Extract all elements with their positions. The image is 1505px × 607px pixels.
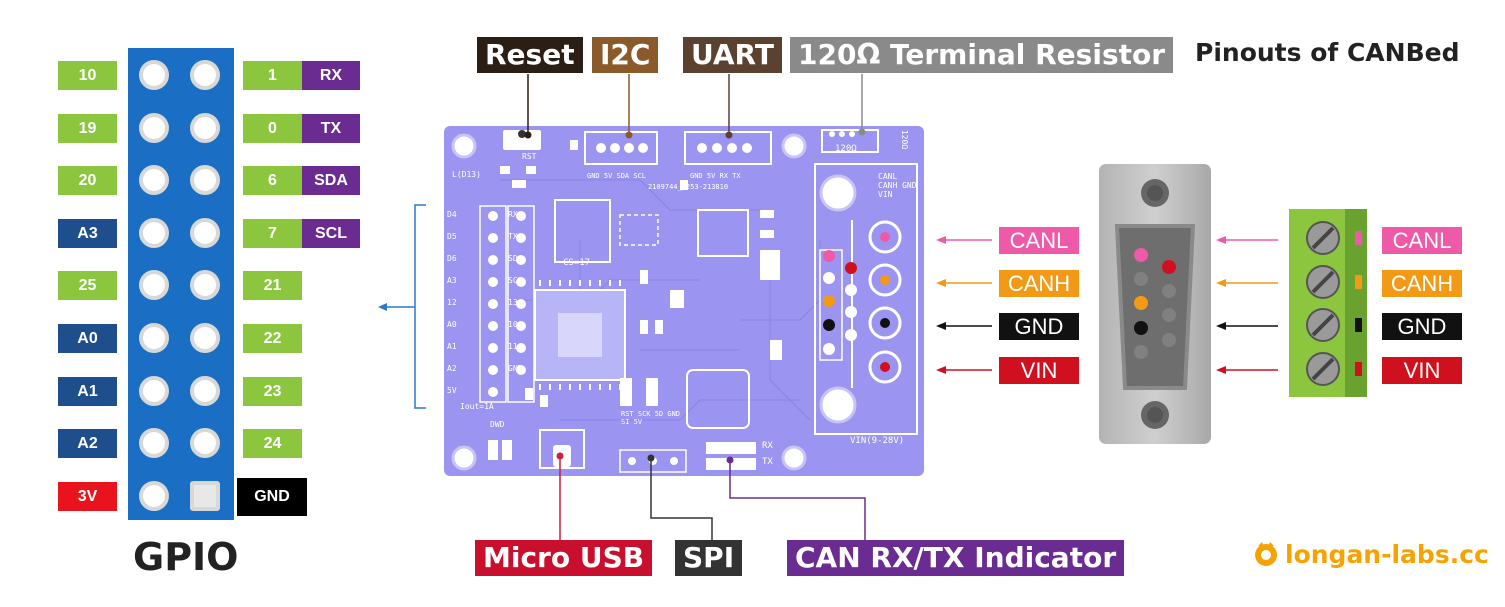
gpio-bracket-arrow <box>378 204 426 409</box>
silk-header-left-label: A1 <box>447 342 457 351</box>
silk-header-right-label: TX <box>508 232 518 241</box>
gpio-title: GPIO <box>133 535 239 579</box>
silk-header-right-label: 11 <box>508 342 518 351</box>
board-gnd-label: GND <box>999 313 1079 340</box>
gpio-right-label: GND <box>237 477 307 516</box>
silk-res-side: 120Ω <box>900 129 910 150</box>
gpio-pin-r-9 <box>190 480 220 511</box>
brand-text: longan-labs.cc <box>1285 540 1489 569</box>
gpio-pin-r-8 <box>190 428 220 459</box>
gpio-right-label: 6 <box>243 166 302 196</box>
silk-uart-pins: GND 5V RX TX <box>690 172 741 180</box>
canbed-board <box>444 126 924 476</box>
terminal-canl-label: CANL <box>1382 227 1462 254</box>
gpio-pin-l-4 <box>139 217 169 248</box>
i2c-tag: I2C <box>592 37 659 73</box>
gpio-pin-r-3 <box>190 165 220 196</box>
gpio-function-label: SCL <box>302 218 360 248</box>
silk-header-left-label: D4 <box>447 210 457 219</box>
gpio-left-label: A0 <box>58 324 117 353</box>
silk-tx: TX <box>762 457 773 467</box>
silk-header-left-label: 12 <box>447 298 457 307</box>
silk-header-right-label: SDA <box>508 254 523 263</box>
gpio-left-label: 10 <box>58 61 117 90</box>
micro-usb-tag: Micro USB <box>475 540 653 576</box>
board-canh-label: CANH <box>999 270 1079 297</box>
gpio-pin-r-6 <box>190 323 220 353</box>
gpio-left-label: 20 <box>58 166 117 196</box>
spi-tag: SPI <box>675 540 743 576</box>
board-vin-label: VIN <box>999 357 1079 384</box>
gpio-pin-r-5 <box>190 270 220 301</box>
silk-header-left-label: D5 <box>447 232 457 241</box>
gpio-pin-r-7 <box>190 375 220 406</box>
gpio-left-label: 3V <box>58 481 117 511</box>
can-indicator-tag: CAN RX/TX Indicator <box>787 540 1125 576</box>
gpio-left-label: A1 <box>58 376 117 406</box>
gpio-pin-l-3 <box>139 165 169 196</box>
terminal-gnd-label: GND <box>1382 313 1462 340</box>
silk-header-left-label: D6 <box>447 254 457 263</box>
db9-connector <box>1099 164 1211 444</box>
silk-dwd: DWD <box>490 420 505 429</box>
silk-res: 120Ω <box>835 144 857 154</box>
gpio-pin-l-6 <box>139 323 169 353</box>
gpio-pin-r-4 <box>190 217 220 248</box>
resistor-tag: 120Ω Terminal Resistor <box>790 37 1174 73</box>
gpio-pin-l-8 <box>139 428 169 459</box>
gpio-pin-l-5 <box>139 270 169 301</box>
silk-vin: VIN(9-28V) <box>850 436 905 446</box>
silk-header-left-label: 5V <box>447 386 457 395</box>
gpio-pin-r-1 <box>190 60 220 90</box>
gpio-right-label: 0 <box>243 113 302 143</box>
gpio-right-label: 7 <box>243 218 302 248</box>
gpio-left-label: A2 <box>58 429 117 459</box>
gpio-right-label: 24 <box>243 429 302 459</box>
gpio-right-label: 21 <box>243 271 302 301</box>
page-title: Pinouts of CANBed <box>1195 38 1460 67</box>
gpio-function-label: SDA <box>302 166 360 196</box>
reset-tag: Reset <box>477 37 583 73</box>
gpio-right-label: 22 <box>243 324 302 353</box>
gpio-right-label: 1 <box>243 61 302 90</box>
silk-cs: CS=17 <box>563 258 591 268</box>
silk-header-right-label: GND <box>508 364 523 373</box>
gpio-function-label: TX <box>302 113 360 143</box>
silk-rx: RX <box>762 441 773 451</box>
uart-tag: UART <box>683 37 782 73</box>
gpio-pin-l-2 <box>139 112 169 143</box>
silk-terminal: CANL CANH GND VIN <box>878 172 917 199</box>
gpio-function-label: RX <box>302 61 360 90</box>
silk-header-left-label: A3 <box>447 276 457 285</box>
silk-iout: Iout=1A <box>460 402 494 411</box>
terminal-block <box>1289 209 1367 397</box>
brand-logo-icon <box>1255 542 1277 566</box>
silk-header-left-label: A2 <box>447 364 457 373</box>
silk-spi-pins: RST SCK 5D GND SI 5V <box>621 410 681 426</box>
board-canl-label: CANL <box>999 227 1079 254</box>
terminal-canh-label: CANH <box>1382 270 1462 297</box>
silk-header-right-label: SCL <box>508 276 523 285</box>
gpio-left-label: A3 <box>58 218 117 248</box>
gpio-pin-r-2 <box>190 112 220 143</box>
terminal-vin-label: VIN <box>1382 357 1462 384</box>
gpio-left-label: 19 <box>58 113 117 143</box>
silk-header-right-label: 13 <box>508 298 518 307</box>
gpio-pin-l-1 <box>139 60 169 90</box>
silk-header-right-label: RX <box>508 210 518 219</box>
silk-header-right-label: 10 <box>508 320 518 329</box>
gpio-right-label: 23 <box>243 376 302 406</box>
gpio-pin-l-9 <box>139 480 169 511</box>
gpio-pin-l-7 <box>139 375 169 406</box>
silk-rst: RST <box>522 152 537 161</box>
silk-part: 2109744_T253-213810 <box>648 183 729 191</box>
gpio-left-label: 25 <box>58 271 117 301</box>
brand-logo <box>1252 540 1280 573</box>
silk-header-left-label: A0 <box>447 320 457 329</box>
silk-l13: L(D13) <box>452 170 481 179</box>
silk-i2c-pins: GND 5V SDA SCL <box>587 172 647 180</box>
